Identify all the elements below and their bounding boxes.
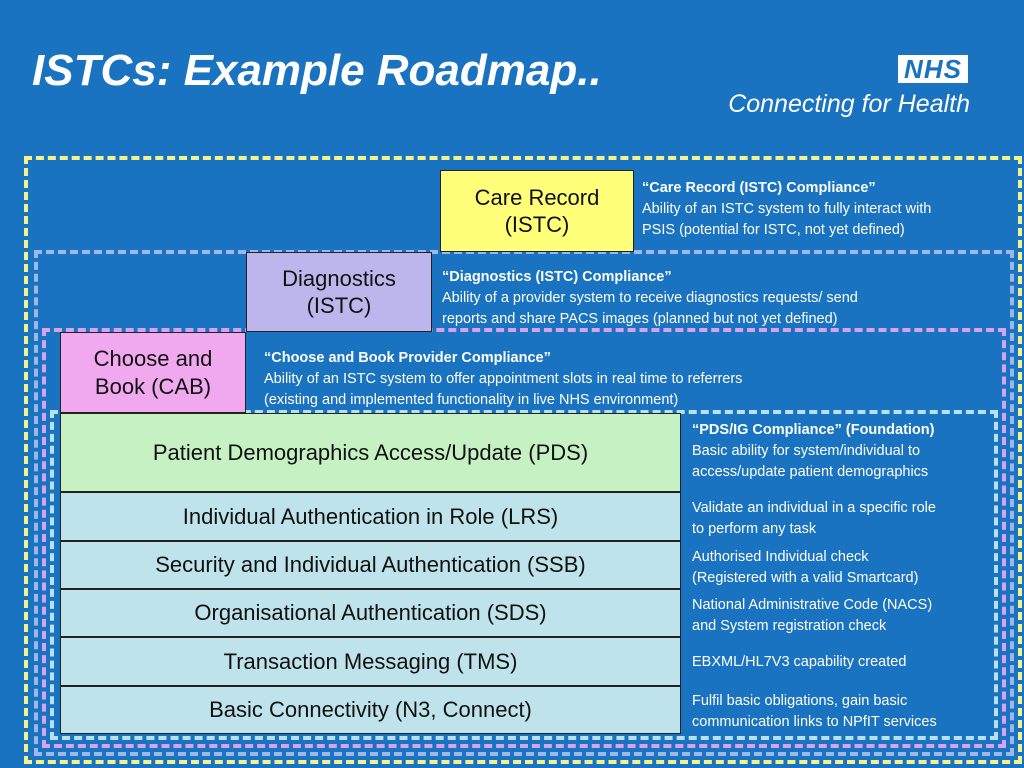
diagnostics-desc-line2: reports and share PACS images (planned b… (442, 311, 838, 328)
diagnostics-label-line1: Diagnostics (282, 265, 396, 291)
choose-book-box: Choose and Book (CAB) (60, 332, 246, 413)
foundation-row-description: Validate an individual in a specific rol… (692, 498, 992, 540)
foundation-row-description: Authorised Individual check (Registered … (692, 547, 992, 589)
care-record-label-line2: (ISTC) (504, 212, 570, 237)
foundation-row-description: National Administrative Code (NACS) and … (692, 595, 992, 637)
nhs-logo: NHS (898, 55, 968, 83)
diagnostics-frame (34, 250, 1014, 756)
care-record-heading: “Care Record (ISTC) Compliance” (642, 180, 876, 196)
foundation-frame (50, 410, 998, 740)
foundation-row-description: Fulfil basic obligations, gain basic com… (692, 691, 992, 733)
foundation-row-n3: Basic Connectivity (N3, Connect) (60, 686, 681, 734)
diagnostics-desc-line1: Ability of a provider system to receive … (442, 290, 858, 307)
choose-book-label-line1: Choose and (93, 346, 213, 371)
foundation-desc-line2: to perform any task (692, 521, 817, 538)
foundation-row-tms: Transaction Messaging (TMS) (60, 637, 681, 686)
pds-desc-line2: access/update patient demographics (692, 464, 929, 481)
diagnostics-box: Diagnostics (ISTC) (246, 252, 432, 332)
diagnostics-heading: “Diagnostics (ISTC) Compliance” (442, 269, 672, 285)
slide-title: ISTCs: Example Roadmap.. (32, 46, 602, 95)
pds-box: Patient Demographics Access/Update (PDS) (60, 413, 681, 492)
choose-book-desc-line1: Ability of an ISTC system to offer appoi… (264, 371, 743, 388)
care-record-desc-line2: PSIS (potential for ISTC, not yet define… (642, 222, 905, 239)
foundation-row-label: Basic Connectivity (N3, Connect) (209, 697, 532, 723)
foundation-desc-line1: EBXML/HL7V3 capability created (692, 654, 907, 670)
foundation-desc-line2: (Registered with a valid Smartcard) (692, 570, 919, 587)
pds-desc-line1: Basic ability for system/individual to (692, 443, 921, 460)
foundation-desc-line1: Fulfil basic obligations, gain basic (692, 693, 908, 709)
foundation-row-description: EBXML/HL7V3 capability created (692, 652, 992, 673)
choose-book-label-line2: Book (CAB) (94, 373, 212, 399)
care-record-desc-line1: Ability of an ISTC system to fully inter… (642, 201, 932, 218)
care-record-label-line1: Care Record (474, 184, 600, 210)
care-record-description: “Care Record (ISTC) Compliance” Ability … (642, 178, 1002, 241)
choose-book-desc-line2: (existing and implemented functionality … (264, 392, 679, 409)
foundation-row-label: Organisational Authentication (SDS) (194, 600, 547, 626)
foundation-desc-line1: Validate an individual in a specific rol… (692, 500, 936, 516)
choose-book-heading: “Choose and Book Provider Compliance” (264, 350, 551, 366)
foundation-row-label: Individual Authentication in Role (LRS) (182, 503, 559, 529)
foundation-row-label: Transaction Messaging (TMS) (223, 648, 518, 674)
foundation-desc-line1: Authorised Individual check (692, 549, 869, 565)
foundation-desc-line2: and System registration check (692, 618, 887, 635)
care-record-frame (24, 156, 1022, 764)
foundation-row-ssb: Security and Individual Authentication (… (60, 541, 681, 589)
pds-label: Patient Demographics Access/Update (PDS) (152, 439, 589, 465)
foundation-desc-line1: National Administrative Code (NACS) (692, 597, 933, 613)
care-record-box: Care Record (ISTC) (440, 170, 634, 252)
diagnostics-description: “Diagnostics (ISTC) Compliance” Ability … (442, 267, 1002, 330)
choose-book-frame (42, 328, 1006, 748)
foundation-desc-line2: communication links to NPfIT services (692, 714, 937, 731)
logo-tagline: Connecting for Health (728, 90, 970, 118)
pds-heading: “PDS/IG Compliance” (Foundation) (692, 422, 935, 438)
pds-description: “PDS/IG Compliance” (Foundation) Basic a… (692, 420, 992, 483)
diagnostics-label-line2: (ISTC) (306, 293, 372, 318)
foundation-row-sds: Organisational Authentication (SDS) (60, 589, 681, 637)
foundation-row-label: Security and Individual Authentication (… (155, 552, 586, 578)
foundation-row-lrs: Individual Authentication in Role (LRS) (60, 492, 681, 541)
choose-book-description: “Choose and Book Provider Compliance” Ab… (264, 348, 884, 411)
